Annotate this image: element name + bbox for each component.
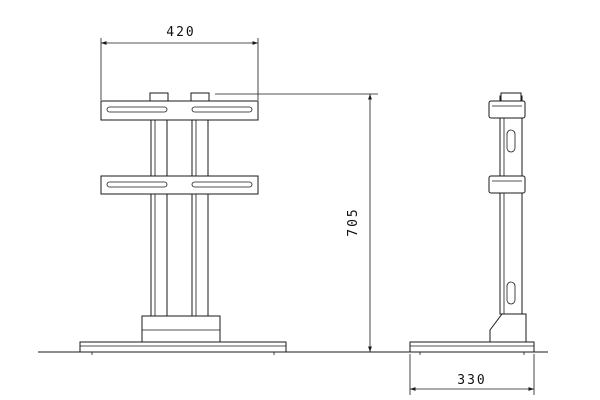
side-post (499, 95, 523, 315)
width-dimension: 420 (100, 25, 259, 100)
height-dimension-label: 705 (346, 207, 361, 236)
side-post-cap (500, 92, 522, 102)
front-upper-bracket (100, 100, 259, 121)
side-lower-clamp (488, 175, 526, 194)
front-column-foot (141, 315, 221, 343)
depth-dimension: 330 (409, 354, 535, 395)
side-cable-slot-upper (506, 129, 516, 153)
front-post-right (191, 95, 209, 317)
height-dimension: 705 (215, 93, 378, 352)
width-dimension-label: 420 (166, 25, 195, 40)
side-base-plate (409, 341, 535, 353)
front-lower-bracket (100, 175, 259, 195)
front-base-plate (79, 341, 287, 353)
front-view (79, 92, 287, 355)
side-view (409, 92, 535, 355)
side-upper-clamp (488, 100, 526, 119)
depth-dimension-label: 330 (457, 373, 486, 388)
side-cable-slot-lower (506, 281, 516, 305)
side-foot-gusset (489, 313, 527, 343)
front-post-left (150, 95, 168, 317)
